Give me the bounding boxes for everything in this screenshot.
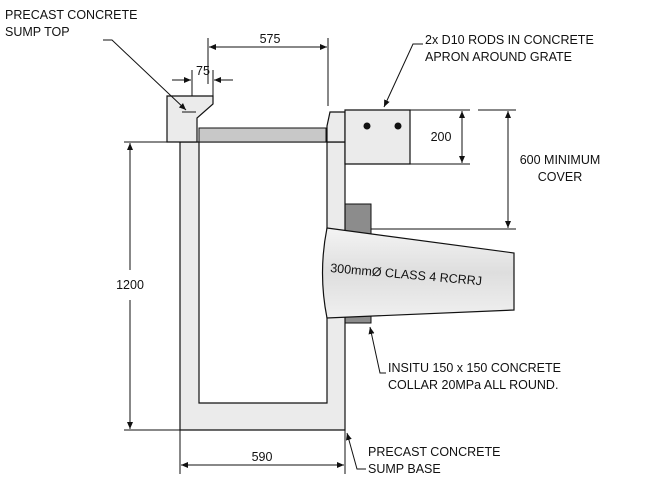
d10-rod-left <box>363 122 371 130</box>
dim-top-width: 575 <box>260 32 281 46</box>
precast-top-label-line1: PRECAST CONCRETE <box>5 8 137 22</box>
rcrrj-pipe <box>321 227 515 319</box>
cover-label-line2: COVER <box>538 170 582 184</box>
precast-sump-top-right <box>326 111 346 143</box>
dim-height: 1200 <box>116 278 144 292</box>
dim-apron-height: 200 <box>431 130 452 144</box>
collar-label-line2: COLLAR 20MPa ALL ROUND. <box>388 378 558 392</box>
grate-lid <box>198 127 327 143</box>
collar-label-line1: INSITU 150 x 150 CONCRETE <box>388 361 561 375</box>
dim-base-width: 590 <box>252 450 273 464</box>
base-label-line2: SUMP BASE <box>368 462 441 476</box>
cover-label-line1: 600 MINIMUM <box>520 153 601 167</box>
rods-label-line2: APRON AROUND GRATE <box>425 50 572 64</box>
dim-lip-width: 75 <box>196 64 210 78</box>
rods-label-line1: 2x D10 RODS IN CONCRETE <box>425 33 594 47</box>
base-label-line1: PRECAST CONCRETE <box>368 445 500 459</box>
d10-rod-right <box>394 122 402 130</box>
sump-base-body <box>179 141 346 431</box>
concrete-apron <box>344 109 411 165</box>
precast-top-label-line2: SUMP TOP <box>5 25 70 39</box>
